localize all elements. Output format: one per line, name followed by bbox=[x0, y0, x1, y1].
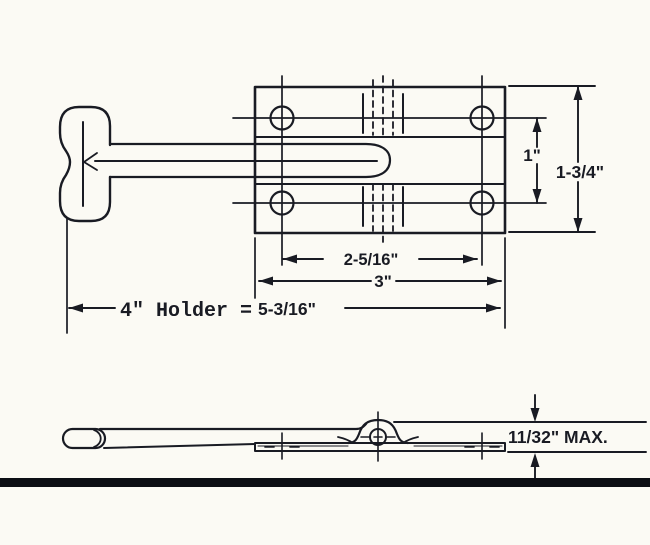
top-view bbox=[58, 75, 596, 334]
arrowhead-overall-right bbox=[486, 303, 500, 313]
arrowhead-3in-right bbox=[487, 276, 501, 286]
arrowhead-2516-right bbox=[463, 254, 477, 264]
handle-profile-end-arc bbox=[93, 429, 102, 448]
t-handle-outline bbox=[58, 105, 112, 223]
bar-centermark-left bbox=[264, 432, 300, 460]
arrowhead-134-down bbox=[573, 218, 583, 232]
rod-hairpin-outline bbox=[108, 142, 392, 179]
rod-profile-bottom bbox=[103, 443, 256, 449]
bracket-bar-profile bbox=[254, 442, 506, 452]
arrowhead-profile-up bbox=[530, 453, 540, 467]
arrowhead-profile-down bbox=[530, 408, 540, 422]
dim-label-hole-spacing-vertical: 1" bbox=[523, 146, 541, 165]
arrowhead-1in-up bbox=[532, 118, 542, 132]
dim-label-bracket-width: 3" bbox=[374, 272, 392, 291]
side-view bbox=[61, 394, 647, 479]
dim-label-overall-value: 5-3/16" bbox=[258, 299, 316, 319]
separator-bar bbox=[0, 478, 650, 487]
dim-label-overall-prefix: 4" Holder = bbox=[120, 300, 252, 323]
dim-label-hole-spacing-horizontal: 2-5/16" bbox=[344, 251, 399, 269]
handle-profile bbox=[61, 427, 107, 450]
arrowhead-134-up bbox=[573, 86, 583, 100]
keeper-bump-flares bbox=[337, 436, 419, 444]
arrowhead-3in-left bbox=[259, 276, 273, 286]
arrowhead-overall-left bbox=[69, 303, 83, 313]
dim-label-profile-height: 11/32" MAX. bbox=[508, 427, 608, 447]
bar-centermark-right bbox=[464, 432, 500, 460]
arrowhead-1in-down bbox=[532, 189, 542, 203]
arrowhead-2516-left bbox=[283, 254, 297, 264]
dim-label-bracket-height: 1-3/4" bbox=[556, 162, 604, 182]
t-handle-wire-fork bbox=[83, 152, 98, 171]
